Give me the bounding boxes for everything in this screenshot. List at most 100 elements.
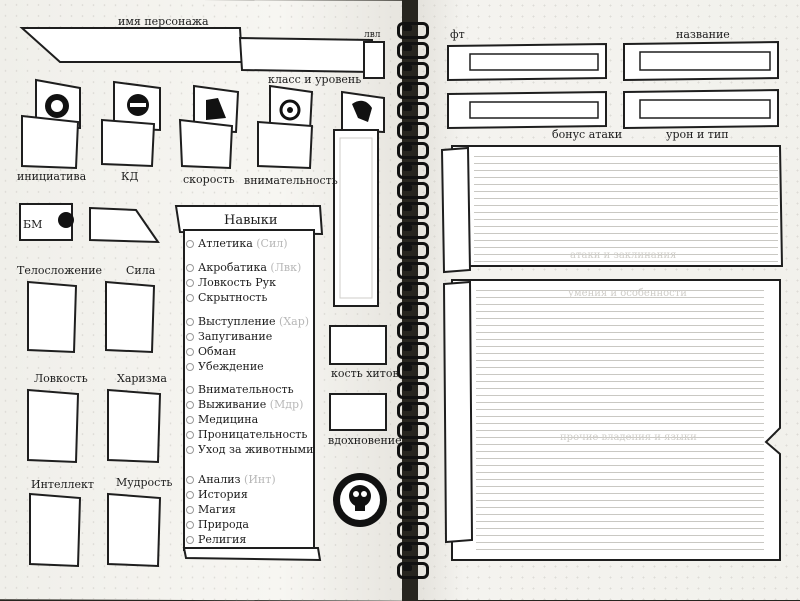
skill-name: Убеждение (198, 360, 264, 373)
skill-row[interactable]: История (186, 487, 248, 502)
binding-hole (403, 125, 412, 131)
skill-row[interactable]: Запугивание (186, 329, 272, 344)
skill-name: Проницательность (198, 428, 308, 441)
skill-row[interactable]: Убеждение (186, 359, 264, 374)
skill-row[interactable]: Медицина (186, 412, 258, 427)
skill-name: Магия (198, 503, 236, 516)
binding-hole (403, 225, 412, 231)
skill-proficiency-dot[interactable] (186, 363, 194, 371)
skill-row[interactable]: Выживание (Мдр) (186, 397, 303, 412)
ability-scrolls (27, 280, 162, 568)
skill-name: Внимательность (198, 383, 294, 396)
binding-hole (403, 345, 412, 351)
skill-row[interactable]: Обман (186, 344, 236, 359)
skill-row[interactable]: Уход за животными (186, 442, 313, 457)
damage-type-label: урон и тип (666, 128, 729, 141)
binding-hole (403, 45, 412, 51)
skill-proficiency-dot[interactable] (186, 416, 194, 424)
ac-label: КД (121, 170, 139, 183)
skill-name: Природа (198, 518, 249, 531)
perception-block (257, 84, 314, 170)
skull-crossbones-icon (333, 473, 387, 527)
binding-hole (403, 505, 412, 511)
binding-hole (403, 525, 412, 531)
skill-proficiency-dot[interactable] (186, 294, 194, 302)
binding-hole (403, 305, 412, 311)
binding-hole (403, 565, 412, 571)
skill-ability: (Мдр) (266, 398, 304, 411)
skill-row[interactable]: Анализ (Инт) (186, 472, 276, 487)
name-banner (19, 27, 244, 63)
skill-proficiency-dot[interactable] (186, 279, 194, 287)
skill-row[interactable]: Акробатика (Лвк) (186, 260, 301, 275)
spiral-ring (397, 222, 429, 239)
spiral-ring (397, 202, 429, 219)
spiral-ring (397, 322, 429, 339)
skill-proficiency-dot[interactable] (186, 521, 194, 529)
skill-name: Медицина (198, 413, 259, 426)
meat-leg-icon (352, 100, 372, 122)
skill-proficiency-dot[interactable] (186, 264, 194, 272)
notes-lines-top[interactable] (474, 150, 778, 262)
spiral-ring (397, 102, 429, 119)
binding-hole (403, 25, 412, 31)
skill-proficiency-dot[interactable] (186, 506, 194, 514)
notes-lines-bottom[interactable] (476, 284, 764, 556)
spiral-ring (397, 342, 429, 359)
skill-proficiency-dot[interactable] (186, 446, 194, 454)
inspiration-label: вдохновение (328, 434, 402, 447)
skill-name: Запугивание (198, 330, 273, 343)
skill-proficiency-dot[interactable] (186, 536, 194, 544)
binding-hole (403, 285, 412, 291)
skill-proficiency-dot[interactable] (186, 491, 194, 499)
binding-hole (403, 405, 412, 411)
spiral-ring (397, 42, 429, 59)
spiral-ring (397, 82, 429, 99)
skill-row[interactable]: Магия (186, 502, 236, 517)
skill-proficiency-dot[interactable] (186, 431, 194, 439)
binding-hole (403, 85, 412, 91)
binding-hole (403, 245, 412, 251)
binding-hole (403, 425, 412, 431)
skill-row[interactable]: Ловкость Рук (186, 275, 276, 290)
proficiency-block (19, 203, 160, 244)
hit-dice-label: кость хитов (331, 367, 399, 380)
skill-proficiency-dot[interactable] (186, 401, 194, 409)
skill-proficiency-dot[interactable] (186, 348, 194, 356)
skill-proficiency-dot[interactable] (186, 318, 194, 326)
spiral-ring (397, 502, 429, 519)
skill-name: Религия (198, 533, 247, 546)
spiral-ring (397, 282, 429, 299)
character-name-label: имя персонажа (118, 15, 209, 28)
binding-hole (403, 205, 412, 211)
compass-icon (58, 212, 74, 228)
skill-name: Выживание (198, 398, 267, 411)
skill-row[interactable]: Атлетика (Сил) (186, 236, 288, 251)
skill-row[interactable]: Скрытность (186, 290, 267, 305)
skill-name: Акробатика (198, 261, 267, 274)
binding-hole (403, 165, 412, 171)
skill-row[interactable]: Религия (186, 532, 246, 547)
dexterity-label: Ловкость (34, 372, 88, 385)
binding-hole (403, 465, 412, 471)
skill-proficiency-dot[interactable] (186, 240, 194, 248)
skill-proficiency-dot[interactable] (186, 333, 194, 341)
skill-row[interactable]: Природа (186, 517, 249, 532)
skill-proficiency-dot[interactable] (186, 476, 194, 484)
spiral-ring (397, 122, 429, 139)
spiral-ring (397, 22, 429, 39)
skill-name: История (198, 488, 248, 501)
initiative-block (21, 78, 81, 170)
spiral-ring (397, 422, 429, 439)
binding-hole (403, 485, 412, 491)
skill-row[interactable]: Проницательность (186, 427, 307, 442)
strength-label: Сила (126, 264, 156, 277)
spiral-ring (397, 522, 429, 539)
skill-row[interactable]: Выступление (Хар) (186, 314, 309, 329)
initiative-label: инициатива (17, 170, 87, 183)
binding-hole (403, 385, 412, 391)
spiral-ring (397, 182, 429, 199)
skill-proficiency-dot[interactable] (186, 386, 194, 394)
binding-hole (403, 265, 412, 271)
skill-row[interactable]: Внимательность (186, 382, 294, 397)
